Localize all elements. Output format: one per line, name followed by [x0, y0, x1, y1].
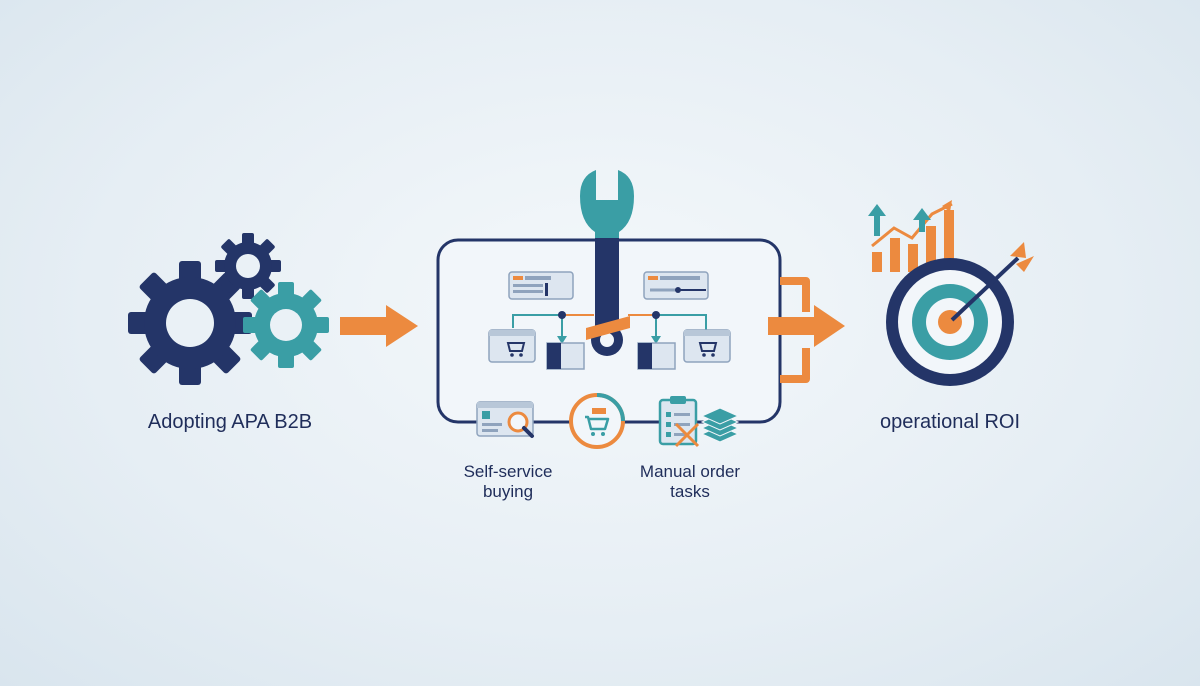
growth-bar-chart-icon — [868, 200, 954, 272]
gears-icon — [128, 233, 329, 385]
start-label: Adopting APA B2B — [147, 411, 313, 433]
search-browser-icon — [476, 401, 534, 438]
document-block-icon — [637, 342, 676, 370]
merge-arrow-icon — [780, 277, 810, 383]
cart-window-icon — [683, 329, 731, 363]
document-block-icon — [546, 342, 585, 370]
flow-connectors — [512, 314, 707, 340]
clipboard-checklist-icon — [658, 396, 700, 448]
large-gear-icon — [128, 261, 252, 385]
target-arrow-icon — [886, 242, 1034, 386]
wrench-icon — [580, 170, 634, 356]
shopping-cart-icon — [569, 393, 625, 449]
teal-gear-icon — [243, 282, 329, 368]
browser-window-icon — [643, 271, 709, 300]
end-label: operational ROI — [879, 411, 1021, 433]
arrow-right-icon — [340, 305, 418, 347]
browser-window-icon — [508, 271, 574, 300]
small-gear-icon — [215, 233, 281, 299]
self-service-label: Self-service buying — [463, 462, 553, 502]
manual-tasks-label: Manual order tasks — [639, 462, 741, 502]
stacked-papers-icon — [700, 407, 740, 443]
arrow-right-icon — [768, 305, 845, 347]
cart-window-icon — [488, 329, 536, 363]
